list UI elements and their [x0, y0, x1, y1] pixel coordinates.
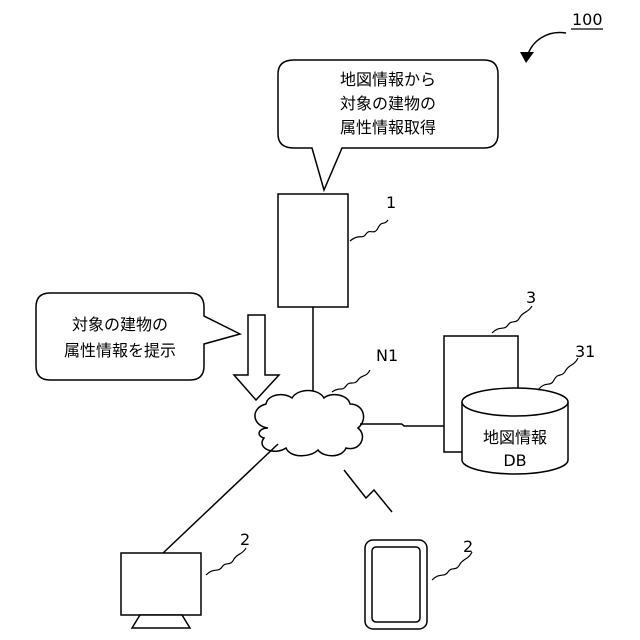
pc-ref-label: 2: [240, 530, 250, 549]
network-ref-label: N1: [376, 346, 398, 365]
database-label-line-2: DB: [503, 451, 526, 470]
bubble-left: 対象の建物の 属性情報を提示: [36, 293, 240, 380]
bubble-left-shape: [36, 293, 240, 380]
bubble-left-line-1: 対象の建物の: [72, 315, 168, 334]
tablet-terminal: 2: [365, 537, 473, 629]
network-n1: N1: [255, 346, 398, 456]
database-top: [462, 388, 568, 416]
server-1: 1: [278, 193, 396, 398]
network-cloud: [255, 391, 364, 456]
figure-ref-arrow-head: [520, 52, 534, 63]
pc-leader-line: [206, 548, 246, 575]
tablet-leader-line: [432, 552, 472, 580]
tablet-screen: [372, 547, 420, 622]
figure-ref-group: 100: [520, 10, 603, 63]
pc-monitor: [121, 553, 201, 615]
map-server-link-b: [402, 424, 444, 426]
server-leader-line: [350, 220, 388, 241]
pc-stand: [132, 615, 190, 628]
tablet-ref-label: 2: [463, 537, 473, 556]
pc-network-link: [162, 444, 278, 554]
figure-ref-label: 100: [572, 10, 603, 29]
network-leader-line: [332, 370, 370, 392]
down-arrow: [234, 315, 279, 400]
bubble-left-line-2: 属性情報を提示: [64, 341, 176, 360]
database-leader-line: [538, 358, 578, 390]
pc-terminal: 2: [121, 444, 278, 628]
database-label-line-1: 地図情報: [483, 428, 547, 447]
bubble-top-line-3: 属性情報取得: [340, 118, 436, 137]
server-ref-label: 1: [386, 193, 396, 212]
map-server-ref-label: 3: [526, 288, 536, 307]
map-server-leader-line: [492, 306, 532, 333]
wireless-link-icon: [344, 470, 392, 512]
bubble-top-line-1: 地図情報から: [340, 70, 436, 89]
bubble-top-line-2: 対象の建物の: [340, 94, 436, 113]
server-box: [278, 194, 348, 307]
bubble-top: 地図情報から 対象の建物の 属性情報取得: [278, 60, 498, 190]
database-ref-label: 31: [575, 342, 595, 361]
